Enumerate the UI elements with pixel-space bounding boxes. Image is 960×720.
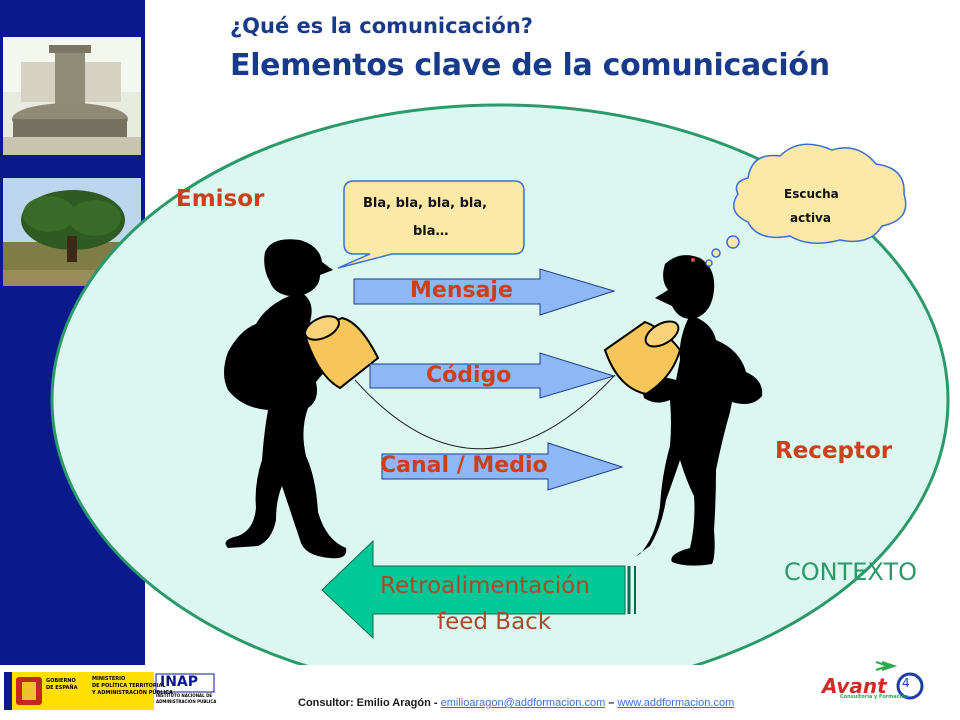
inap-sub-1: INSTITUTO NACIONAL DE (156, 693, 213, 698)
contexto-label: CONTEXTO (784, 558, 917, 586)
thought-text-1: Escucha (784, 187, 839, 201)
ministerio-text-2: DE POLÍTICA TERRITORIAL (92, 683, 166, 689)
speech-bubble (337, 180, 525, 269)
speech-text-2: bla… (413, 224, 449, 239)
connection-curve (354, 374, 616, 450)
fountain-photo (3, 37, 141, 155)
avant-logo-text: Avant (822, 674, 887, 698)
canal-label: Canal / Medio (380, 453, 548, 478)
mensaje-label: Mensaje (410, 278, 513, 303)
consultant-name: Consultor: Emilio Aragón - (298, 697, 441, 709)
receptor-label: Receptor (775, 438, 893, 464)
mensaje-arrow (353, 268, 616, 316)
ministerio-text-3: Y ADMINISTRACIÓN PÚBLICA (92, 690, 173, 696)
thought-cloud (705, 143, 907, 267)
footer-separator: – (605, 697, 618, 709)
feedback-label: feed Back (437, 609, 552, 635)
codigo-label: Código (426, 363, 512, 388)
thought-text-2: activa (790, 211, 831, 225)
website-link[interactable]: www.addformacion.com (617, 697, 735, 709)
speech-text-1: Bla, bla, bla, bla, (363, 196, 488, 211)
avant-logo (875, 661, 924, 700)
gobierno-text-1: GOBIERNO (46, 678, 76, 684)
consultant-line: Consultor: Emilio Aragón - emilioaragon@… (298, 697, 734, 709)
slide-subtitle: ¿Qué es la comunicación? (230, 14, 533, 38)
ministerio-text-1: MINISTERIO (92, 676, 126, 682)
page-number: 4 (902, 676, 910, 690)
canal-arrow (381, 442, 624, 491)
receptor-figure (636, 255, 763, 566)
government-logos (4, 672, 216, 710)
gobierno-text-2: DE ESPAÑA (46, 685, 78, 691)
consultant-email-link[interactable]: emilioaragon@addformacion.com (440, 697, 606, 709)
receptor-cup (603, 320, 682, 396)
retro-label: Retroalimentación (380, 573, 590, 599)
inap-logo-text: INAP (160, 674, 199, 690)
avant-tagline: Consultoría y Formación (840, 694, 909, 700)
inap-sub-2: ADMINISTRACIÓN PÚBLICA (156, 699, 217, 704)
emisor-label: Emisor (176, 186, 265, 212)
slide-title: Elementos clave de la comunicación (230, 48, 830, 83)
emisor-cup (303, 315, 380, 390)
codigo-arrow (369, 352, 616, 399)
feedback-arrow (321, 539, 626, 640)
